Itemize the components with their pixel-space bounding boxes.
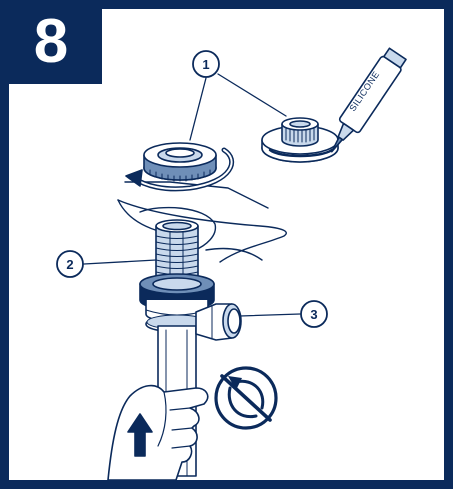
callout-1-label: 1: [202, 57, 209, 72]
flange-ring-silicone: [262, 118, 338, 162]
callout-3-label: 3: [310, 307, 317, 322]
callout-2-label: 2: [66, 257, 73, 272]
callout-2: 2: [57, 251, 83, 277]
callout-3: 3: [301, 301, 327, 327]
flange-ring: [144, 143, 216, 181]
sink-basin: [118, 182, 286, 262]
no-rotate-icon: [216, 368, 276, 428]
callout-1: 1: [193, 51, 219, 77]
